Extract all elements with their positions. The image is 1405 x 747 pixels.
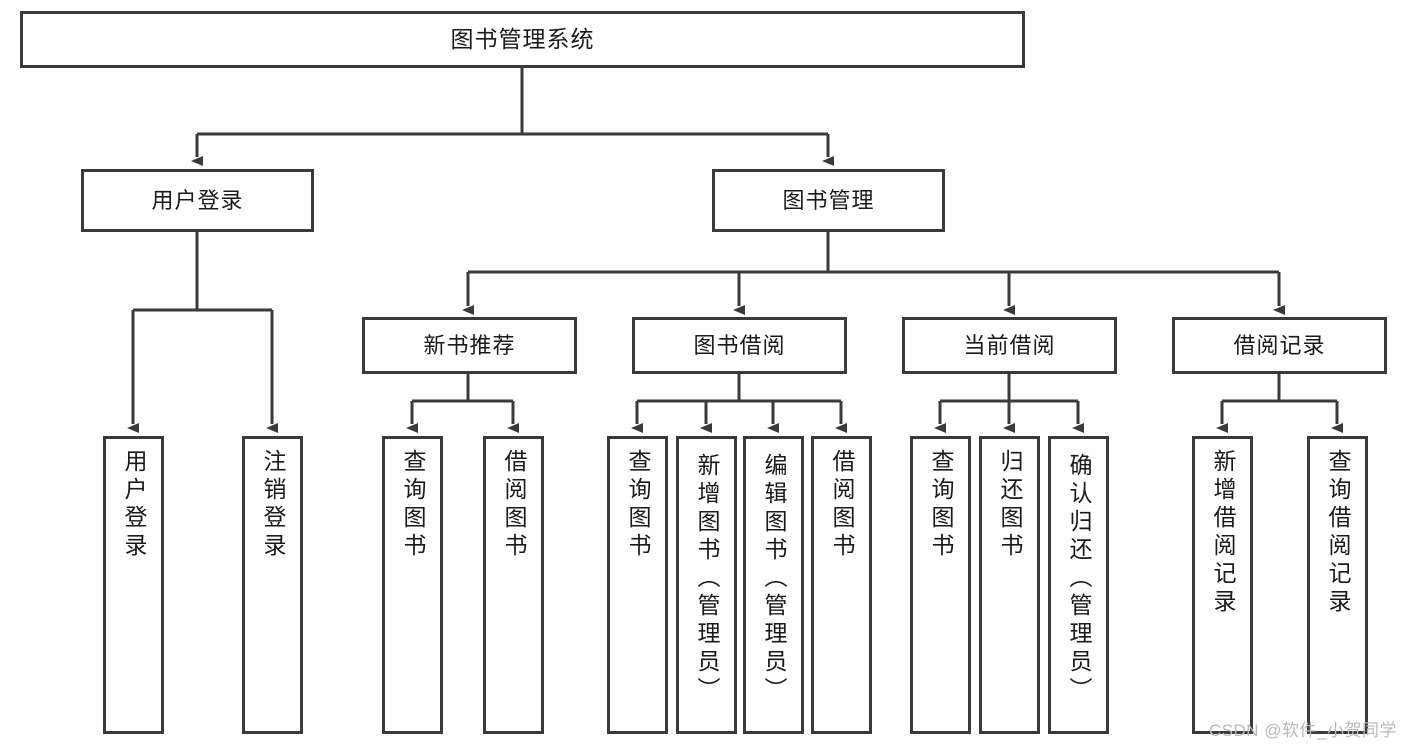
node-leaf-query-book-1[interactable]: 查询图书	[382, 436, 443, 734]
node-book-borrow[interactable]: 图书借阅	[632, 317, 847, 374]
node-leaf-borrow-book-2-label: 借阅图书	[829, 449, 855, 561]
node-leaf-query-book-3[interactable]: 查询图书	[910, 436, 971, 734]
node-leaf-borrow-book-2[interactable]: 借阅图书	[811, 436, 872, 734]
node-borrow-record[interactable]: 借阅记录	[1172, 317, 1387, 374]
node-leaf-query-book-3-label: 查询图书	[928, 449, 954, 561]
node-user-login-label: 用户登录	[151, 187, 244, 213]
node-leaf-confirm-return-admin[interactable]: 确认归还（管理员）	[1048, 436, 1109, 734]
node-root-label: 图书管理系统	[450, 26, 595, 53]
node-leaf-return-book[interactable]: 归还图书	[979, 436, 1040, 734]
node-leaf-edit-book-admin-label: 编辑图书（管理员）	[761, 453, 787, 705]
node-leaf-query-book-1-label: 查询图书	[400, 449, 426, 561]
node-leaf-confirm-return-admin-label: 确认归还（管理员）	[1066, 453, 1092, 705]
node-leaf-add-book-admin-label: 新增图书（管理员）	[694, 453, 720, 705]
node-user-login[interactable]: 用户登录	[81, 169, 314, 232]
node-leaf-user-login-label: 用户登录	[121, 449, 147, 561]
node-leaf-query-borrow-record-label: 查询借阅记录	[1325, 449, 1351, 617]
node-leaf-borrow-book-1[interactable]: 借阅图书	[483, 436, 544, 734]
node-leaf-add-borrow-record-label: 新增借阅记录	[1210, 449, 1236, 617]
node-book-borrow-label: 图书借阅	[693, 332, 786, 358]
node-borrow-record-label: 借阅记录	[1233, 332, 1326, 358]
node-leaf-add-borrow-record[interactable]: 新增借阅记录	[1192, 436, 1253, 734]
node-leaf-query-borrow-record[interactable]: 查询借阅记录	[1307, 436, 1368, 734]
node-current-borrow[interactable]: 当前借阅	[902, 317, 1117, 374]
node-leaf-logout-login-label: 注销登录	[260, 449, 286, 561]
node-leaf-query-book-2-label: 查询图书	[625, 449, 651, 561]
node-book-management[interactable]: 图书管理	[712, 169, 945, 232]
node-leaf-user-login[interactable]: 用户登录	[103, 436, 164, 734]
node-leaf-borrow-book-1-label: 借阅图书	[501, 449, 527, 561]
node-new-book-recommend-label: 新书推荐	[423, 332, 516, 358]
node-root[interactable]: 图书管理系统	[20, 11, 1025, 68]
node-new-book-recommend[interactable]: 新书推荐	[362, 317, 577, 374]
node-leaf-logout-login[interactable]: 注销登录	[242, 436, 303, 734]
node-leaf-edit-book-admin[interactable]: 编辑图书（管理员）	[743, 436, 804, 734]
node-leaf-query-book-2[interactable]: 查询图书	[607, 436, 668, 734]
watermark: CSDN @软件_小贺同学	[1208, 721, 1397, 740]
node-leaf-add-book-admin[interactable]: 新增图书（管理员）	[676, 436, 737, 734]
node-book-management-label: 图书管理	[782, 187, 875, 213]
node-leaf-return-book-label: 归还图书	[997, 449, 1023, 561]
node-current-borrow-label: 当前借阅	[963, 332, 1056, 358]
